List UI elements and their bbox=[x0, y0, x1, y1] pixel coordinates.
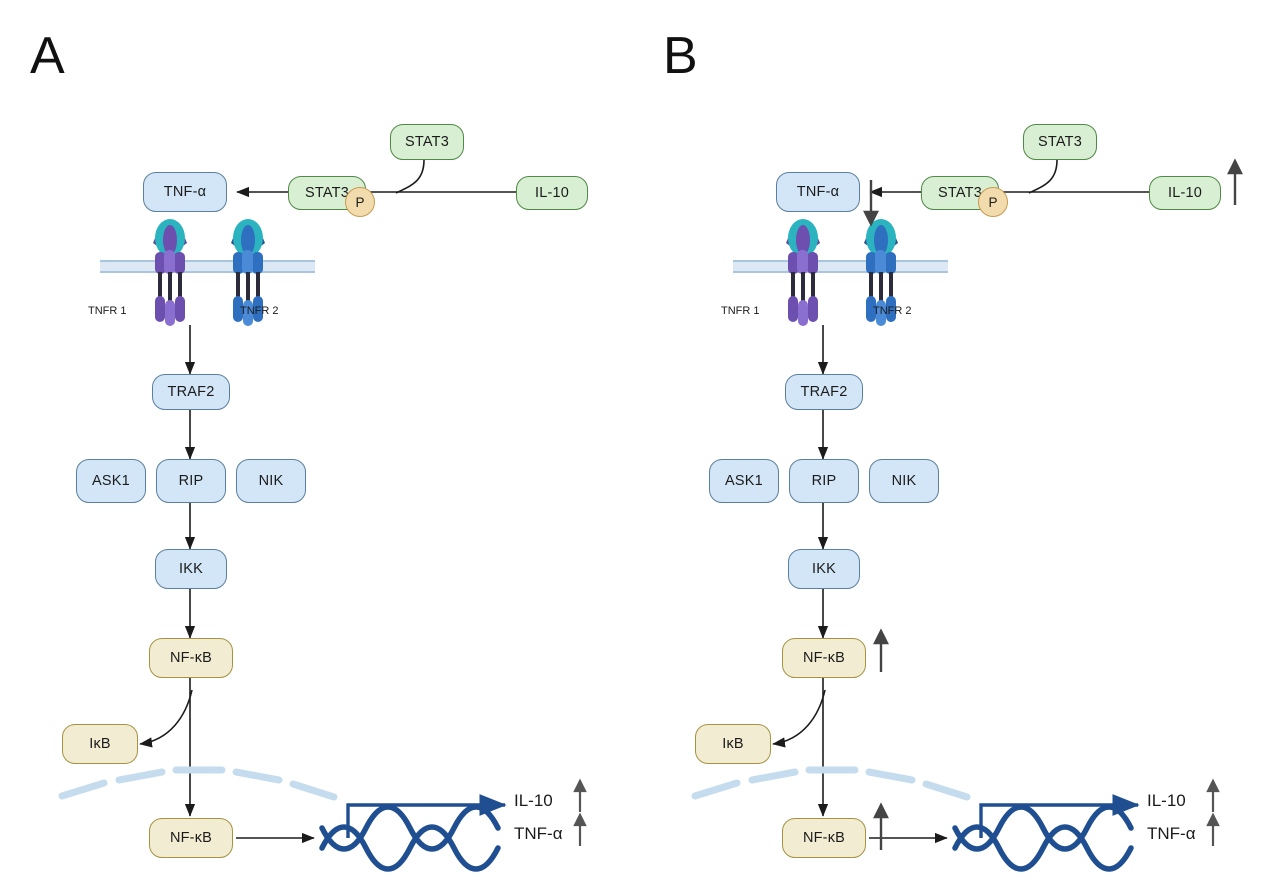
label-tnfr1: TNFR 1 bbox=[721, 305, 760, 317]
node-stat3-top[interactable]: STAT3 bbox=[1023, 124, 1097, 160]
node-nfkb-nuclear[interactable]: NF-κB bbox=[149, 818, 233, 858]
node-nik[interactable]: NIK bbox=[869, 459, 939, 503]
panel-letter-b: B bbox=[663, 27, 698, 85]
panel-a-indicators bbox=[573, 778, 587, 846]
label-tnfr1: TNFR 1 bbox=[88, 305, 127, 317]
tnfr2-receptor-icon bbox=[864, 219, 898, 326]
tnfr1-receptor-icon bbox=[786, 219, 820, 326]
node-tnf-alpha[interactable]: TNF-α bbox=[143, 172, 227, 212]
node-rip[interactable]: RIP bbox=[789, 459, 859, 503]
node-traf2[interactable]: TRAF2 bbox=[785, 374, 863, 410]
output-il10-label: IL-10 bbox=[514, 791, 553, 810]
output-il10-label: IL-10 bbox=[1147, 791, 1186, 810]
node-il10-source[interactable]: IL-10 bbox=[1149, 176, 1221, 210]
node-ikb[interactable]: IκB bbox=[62, 724, 138, 764]
node-ikk[interactable]: IKK bbox=[788, 549, 860, 589]
node-ask1[interactable]: ASK1 bbox=[76, 459, 146, 503]
node-il10-source[interactable]: IL-10 bbox=[516, 176, 588, 210]
panel-a: A bbox=[0, 0, 633, 880]
phospho-group-icon: P bbox=[345, 187, 375, 217]
tnfr2-receptor-icon bbox=[231, 219, 265, 326]
node-traf2[interactable]: TRAF2 bbox=[152, 374, 230, 410]
panel-b-indicators bbox=[863, 158, 1243, 850]
node-ask1[interactable]: ASK1 bbox=[709, 459, 779, 503]
panel-b: B bbox=[633, 0, 1266, 880]
node-rip[interactable]: RIP bbox=[156, 459, 226, 503]
phospho-group-icon: P bbox=[978, 187, 1008, 217]
node-stat3-top[interactable]: STAT3 bbox=[390, 124, 464, 160]
output-tnf-alpha-label: TNF-α bbox=[514, 824, 563, 843]
node-ikk[interactable]: IKK bbox=[155, 549, 227, 589]
tnfr1-receptor-icon bbox=[153, 219, 187, 326]
panel-a-connectors bbox=[58, 159, 516, 872]
node-ikb[interactable]: IκB bbox=[695, 724, 771, 764]
node-nfkb-cytoplasmic[interactable]: NF-κB bbox=[149, 638, 233, 678]
panel-letter-a: A bbox=[30, 27, 65, 85]
node-nik[interactable]: NIK bbox=[236, 459, 306, 503]
label-tnfr2: TNFR 2 bbox=[240, 305, 279, 317]
label-tnfr2: TNFR 2 bbox=[873, 305, 912, 317]
output-tnf-alpha-label: TNF-α bbox=[1147, 824, 1196, 843]
node-tnf-alpha[interactable]: TNF-α bbox=[776, 172, 860, 212]
node-nfkb-cytoplasmic[interactable]: NF-κB bbox=[782, 638, 866, 678]
panel-b-connectors bbox=[691, 159, 1149, 872]
node-nfkb-nuclear[interactable]: NF-κB bbox=[782, 818, 866, 858]
